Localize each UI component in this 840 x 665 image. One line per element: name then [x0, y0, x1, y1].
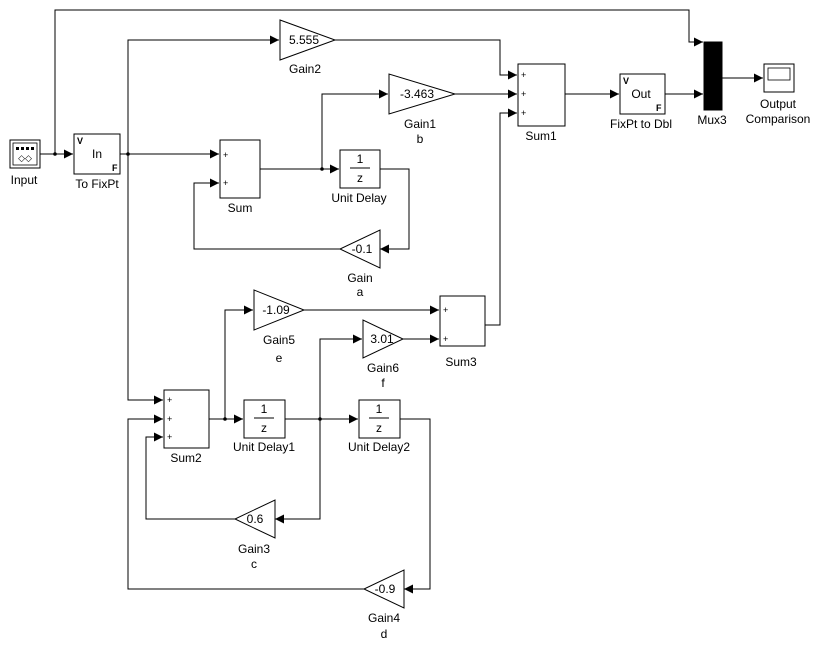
gain1-label: Gain1	[404, 117, 436, 131]
fixpt-to-dbl-f-mark: F	[656, 103, 662, 113]
line-gain4-to-sum2	[127, 414, 364, 590]
unit-delay-den: z	[357, 171, 363, 185]
sum3-block[interactable]: + + Sum3	[439, 295, 486, 369]
junction-sum2	[223, 417, 227, 421]
gain5-value: -1.09	[262, 303, 290, 317]
gain4-sublabel: d	[381, 627, 388, 641]
fixpt-to-dbl-label: FixPt to Dbl	[610, 117, 672, 131]
fixpt-to-dbl-block[interactable]: V Out F FixPt to Dbl	[610, 73, 672, 131]
sum1-label: Sum1	[525, 129, 557, 143]
gain6-value: 3.01	[370, 332, 394, 346]
gain4-value: -0.9	[375, 582, 396, 596]
gain1-sublabel: b	[417, 132, 424, 146]
gain2-label: Gain2	[289, 62, 321, 76]
gain2-block[interactable]: 5.555 Gain2	[279, 19, 337, 76]
sum-block[interactable]: + + Sum	[219, 139, 261, 215]
to-fixpt-v-mark: V	[77, 136, 83, 146]
input-icon: ◇◇	[18, 153, 32, 163]
sum1-sign-3: +	[521, 108, 526, 118]
line-delay2-to-gain4	[400, 418, 431, 594]
sum2-sign-2: +	[167, 414, 172, 424]
to-fixpt-block[interactable]: V In F To FixPt	[73, 133, 121, 191]
gain3-value: 0.6	[247, 512, 264, 526]
gain1-value: -3.463	[400, 87, 434, 101]
line-fixpt-to-sum2	[127, 154, 163, 405]
unit-delay1-label: Unit Delay1	[233, 440, 295, 454]
line-delay1-to-gain3	[275, 419, 321, 524]
sum3-sign-2: +	[443, 334, 448, 344]
gain5-block[interactable]: -1.09 Gain5 e	[253, 289, 306, 365]
junction-delay1	[318, 417, 322, 421]
line-input-to-mux	[54, 9, 703, 154]
line-delay1-to-gain6	[319, 334, 362, 419]
unit-delay-num: 1	[357, 152, 364, 166]
gain3-sublabel: c	[251, 557, 257, 571]
output-comparison-block[interactable]: Output Comparison	[746, 63, 811, 126]
gain5-sublabel: e	[276, 351, 283, 365]
gain2-value: 5.555	[289, 33, 319, 47]
sum1-sign-1: +	[521, 70, 526, 80]
input-block[interactable]: ◇◇ Input	[9, 139, 41, 187]
sum3-label: Sum3	[445, 355, 477, 369]
line-gain-to-sum	[193, 178, 340, 250]
signal-lines	[40, 9, 763, 594]
line-gain2-to-sum1	[335, 39, 517, 80]
mux3-label: Mux3	[697, 113, 727, 127]
gain-label: Gain	[347, 271, 372, 285]
output-comparison-label-2: Comparison	[746, 112, 811, 126]
sum2-label: Sum2	[170, 451, 202, 465]
sum1-sign-2: +	[521, 89, 526, 99]
gain4-label: Gain4	[368, 611, 400, 625]
unit-delay1-num: 1	[261, 402, 268, 416]
line-sum3-to-sum1	[485, 108, 517, 326]
line-fixpt-to-gain2	[127, 35, 279, 154]
gain6-sublabel: f	[381, 376, 385, 390]
gain-sublabel: a	[357, 285, 364, 299]
to-fixpt-text: In	[92, 147, 102, 161]
scope-icon	[767, 67, 791, 81]
sum2-sign-3: +	[167, 432, 172, 442]
gain-block[interactable]: -0.1 Gain a	[338, 229, 381, 299]
junction-sum	[320, 167, 324, 171]
line-sum-to-gain1	[321, 89, 388, 169]
unit-delay2-block[interactable]: 1 z Unit Delay2	[348, 399, 410, 454]
gain6-block[interactable]: 3.01 Gain6 f	[362, 319, 405, 390]
sum-sign-2: +	[223, 178, 228, 188]
unit-delay2-den: z	[376, 421, 382, 435]
gain-value: -0.1	[352, 242, 373, 256]
line-sum2-to-gain5	[224, 305, 253, 419]
unit-delay1-den: z	[261, 421, 267, 435]
gain3-block[interactable]: 0.6 Gain3 c	[233, 499, 276, 571]
sum2-sign-1: +	[167, 395, 172, 405]
fixpt-to-dbl-text: Out	[631, 87, 651, 101]
mux3-block[interactable]: Mux3	[697, 41, 727, 127]
gain5-label: Gain5	[263, 333, 295, 347]
sum-label: Sum	[228, 201, 253, 215]
sum-sign-1: +	[223, 150, 228, 160]
gain6-label: Gain6	[367, 361, 399, 375]
junction-input	[53, 152, 57, 156]
sum3-sign-1: +	[443, 305, 448, 315]
input-label: Input	[11, 173, 38, 187]
unit-delay2-num: 1	[376, 402, 383, 416]
to-fixpt-f-mark: F	[112, 163, 118, 173]
junction-fixpt	[126, 152, 130, 156]
unit-delay1-block[interactable]: 1 z Unit Delay1	[233, 399, 295, 454]
gain4-block[interactable]: -0.9 Gain4 d	[362, 569, 405, 641]
sum2-block[interactable]: + + + Sum2	[163, 389, 210, 465]
unit-delay-label: Unit Delay	[331, 191, 386, 205]
line-delay-to-gain	[380, 168, 410, 254]
to-fixpt-label: To FixPt	[75, 177, 119, 191]
line-gain3-to-sum2	[145, 432, 235, 520]
branch-points	[53, 152, 324, 421]
fixpt-to-dbl-v-mark: V	[623, 76, 629, 86]
unit-delay2-label: Unit Delay2	[348, 440, 410, 454]
output-comparison-label-1: Output	[760, 97, 797, 111]
gain1-block[interactable]: -3.463 Gain1 b	[388, 73, 457, 146]
unit-delay-block[interactable]: 1 z Unit Delay	[331, 149, 387, 205]
sum1-block[interactable]: + + + Sum1	[517, 63, 566, 143]
gain3-label: Gain3	[238, 542, 270, 556]
